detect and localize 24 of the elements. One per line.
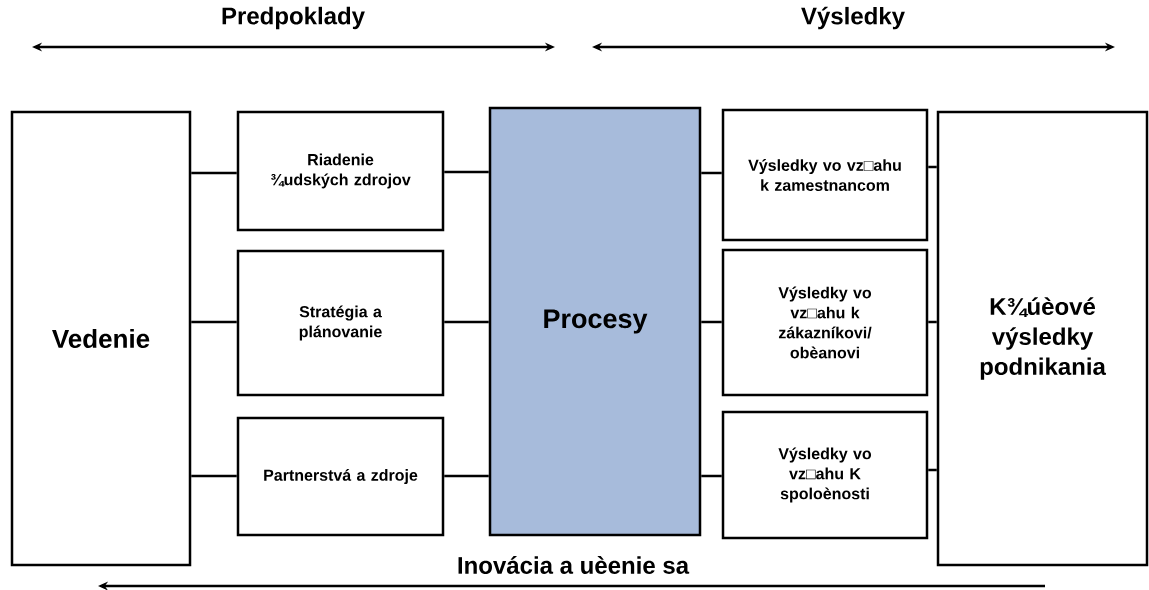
connector-line: [444, 170, 489, 174]
connector-line: [701, 171, 722, 175]
process-box: Stratégia a plánovanie: [236, 249, 445, 397]
process-box: Riadenie ¾udských zdrojov: [236, 110, 445, 232]
connector-line: [928, 468, 937, 472]
process-box: Partnerstvá a zdroje: [236, 416, 445, 537]
result-box: Výsledky vo vz□ahu k zákazníkovi/ obèanovi: [721, 248, 929, 397]
result-box: Výsledky vo vz□ahu k zamestnancom: [721, 108, 929, 242]
connector-line: [701, 474, 722, 478]
section-heading: Výsledky: [801, 6, 905, 30]
connector-line: [928, 320, 937, 324]
connector-line: [191, 474, 237, 478]
connector-line: [444, 474, 489, 478]
connector-line: [191, 171, 237, 175]
result-box: Výsledky vo vz□ahu K spoloènosti: [721, 410, 929, 540]
connector-line: [444, 320, 489, 324]
section-heading: Predpoklady: [222, 6, 365, 30]
connector-line: [191, 320, 237, 324]
connector-line: [928, 165, 937, 169]
result-box: K¾úèové výsledky podnikania: [936, 110, 1149, 567]
section-heading: Inovácia a uèenie sa: [458, 556, 690, 574]
process-box: Procesy: [488, 106, 702, 537]
connector-line: [701, 320, 722, 324]
leader-box: Vedenie: [10, 110, 192, 567]
